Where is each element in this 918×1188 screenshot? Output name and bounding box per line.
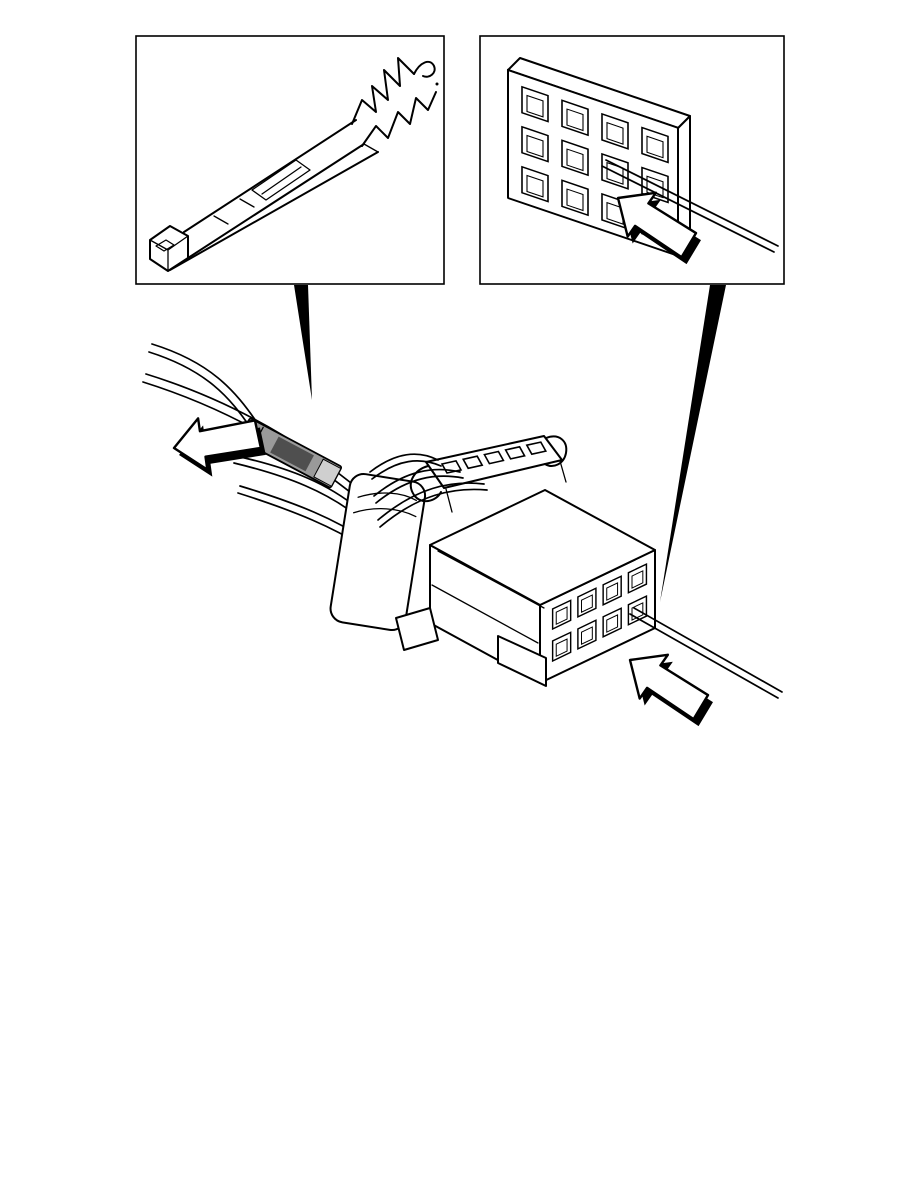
terminal-end-hook: [413, 60, 436, 78]
cavity-inner: [555, 606, 568, 626]
pick-tool-edge: [601, 165, 775, 253]
pick-tool-edge: [633, 607, 783, 693]
wire: [373, 468, 461, 497]
callout-pointer-right: [660, 285, 726, 602]
slot-wires: [369, 453, 488, 528]
terminal-slot-row: [440, 441, 548, 474]
callout-pointer-left: [294, 285, 312, 400]
cavity-inner: [580, 626, 593, 645]
cavity-inner: [526, 94, 544, 118]
main-illustration: [142, 343, 783, 738]
terminal-slot: [525, 441, 548, 456]
terminal-body-end: [363, 143, 379, 153]
wire: [377, 482, 485, 521]
extracted-terminal: [238, 417, 343, 489]
terminal-locking-tang: [251, 159, 311, 201]
cavity-inner: [580, 594, 593, 613]
block-top-accent: [437, 550, 545, 609]
inset-pick-tool: [601, 159, 779, 253]
wire: [148, 351, 253, 431]
block-foot: [497, 635, 547, 687]
inset-connector-face-detail: [479, 35, 785, 285]
block-step-line: [431, 584, 539, 644]
terminal-step-lines: [213, 198, 255, 225]
cavity-inner: [566, 188, 584, 212]
cavity-inner: [526, 134, 544, 158]
terminal-tang-line: [261, 166, 302, 195]
inset-frame-left: [135, 35, 445, 285]
secondary-lock-cover: [409, 435, 568, 513]
connector-rear-housing: [329, 473, 439, 651]
inset-terminal-detail: [135, 35, 445, 285]
terminal-detail-dot: [435, 82, 439, 86]
cavity-inner: [631, 570, 644, 589]
main-cavity-grid: [551, 562, 648, 663]
terminal-drawing: [149, 57, 439, 272]
block-top-face: [429, 489, 656, 606]
wire: [375, 475, 464, 504]
terminal-slot: [504, 445, 526, 460]
main-pick-tool: [629, 607, 783, 699]
terminal-crimp-wings: [351, 57, 415, 125]
wire: [369, 453, 439, 473]
terminal-body-outer-wall: [169, 151, 379, 271]
cavity-inner: [555, 638, 568, 658]
cavity-inner: [606, 582, 619, 601]
cover-curl-left: [409, 465, 442, 503]
cavity-inner: [566, 148, 584, 172]
rear-housing-tab: [395, 607, 439, 651]
rear-housing-line: [352, 508, 417, 518]
cavity-inner: [646, 135, 664, 159]
cavity-inner: [606, 121, 624, 145]
main-tool-arrow: [613, 637, 721, 738]
connector-front-block: [429, 489, 656, 687]
wire: [371, 460, 442, 480]
terminal-body-bottom-edge: [187, 143, 365, 259]
cavity-inner: [566, 108, 584, 132]
pick-tool-edge: [605, 159, 779, 247]
wire: [151, 343, 259, 425]
terminal-removal-arrow: [169, 409, 268, 481]
extracted-terminal-shade: [270, 436, 314, 472]
cavity-inner: [526, 174, 544, 198]
terminal-crimp-wings-lower: [361, 91, 437, 147]
extracted-terminal-tip: [313, 458, 342, 487]
terminal-box-opening: [155, 239, 175, 252]
pick-tool-edge: [629, 613, 779, 699]
cavity-inner: [606, 614, 619, 633]
terminal-slot: [461, 455, 484, 470]
cover-curl-right: [544, 435, 568, 467]
terminal-body-top-edge: [183, 119, 357, 233]
terminal-box-edges: [149, 235, 189, 272]
terminal-slot: [483, 450, 505, 465]
wire: [379, 488, 488, 528]
